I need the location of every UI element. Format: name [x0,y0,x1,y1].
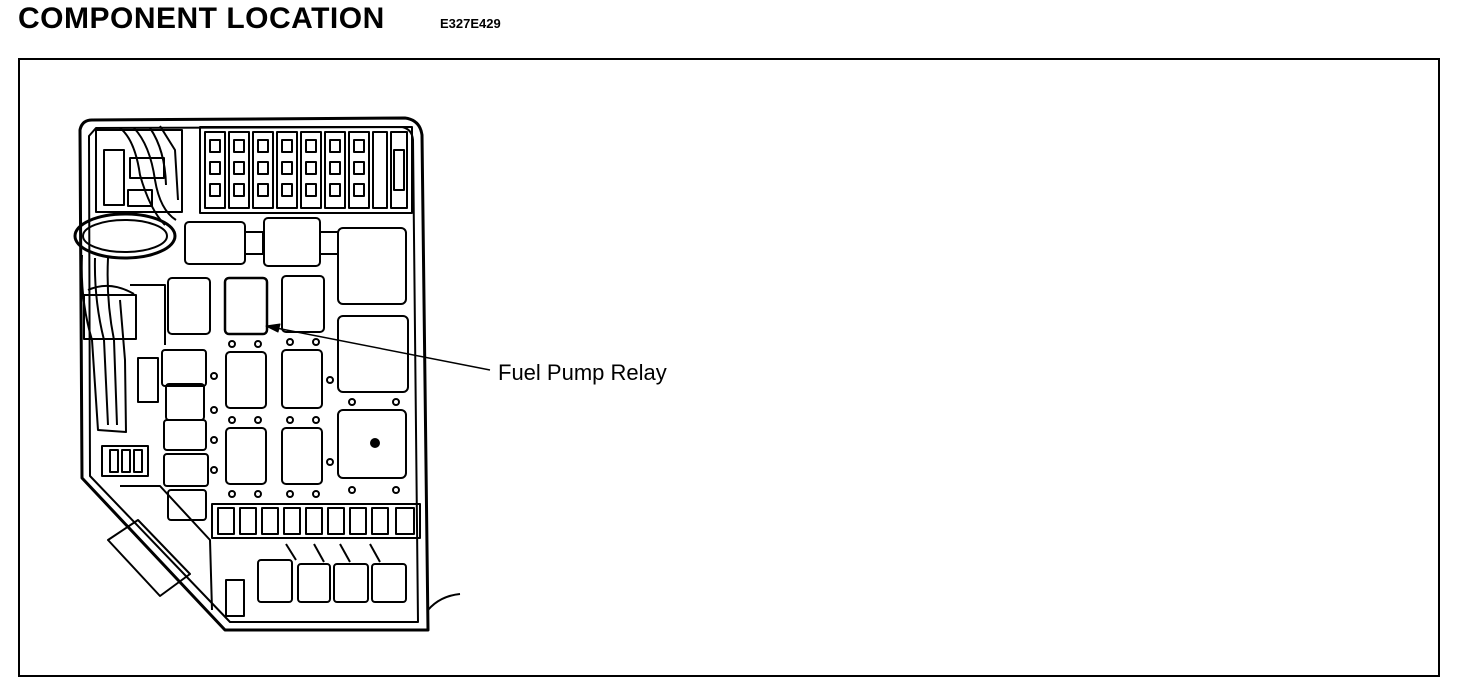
fuse-strip-top [199,126,413,214]
fuel-pump-relay [223,276,269,336]
fuel-pump-relay-arrowhead [265,323,281,333]
page-title: COMPONENT LOCATION [18,2,385,35]
relay-contact-marks [210,338,400,498]
diagram-id: E327E429 [440,16,501,31]
fuel-pump-relay-leader [265,325,491,371]
diagram-frame [18,58,1440,677]
harness-connector [73,125,183,260]
housing-lower-left [101,445,245,617]
fuse-box-housing [78,116,430,632]
fuel-pump-relay-label: Fuel Pump Relay [498,360,667,385]
fuse-strip-lower [211,503,421,539]
relay-row-upper [184,217,407,305]
relay-block-middle [161,275,409,521]
housing-mount-tab [427,593,461,611]
wire-loom [80,254,166,433]
relay-row-bottom [257,543,407,603]
